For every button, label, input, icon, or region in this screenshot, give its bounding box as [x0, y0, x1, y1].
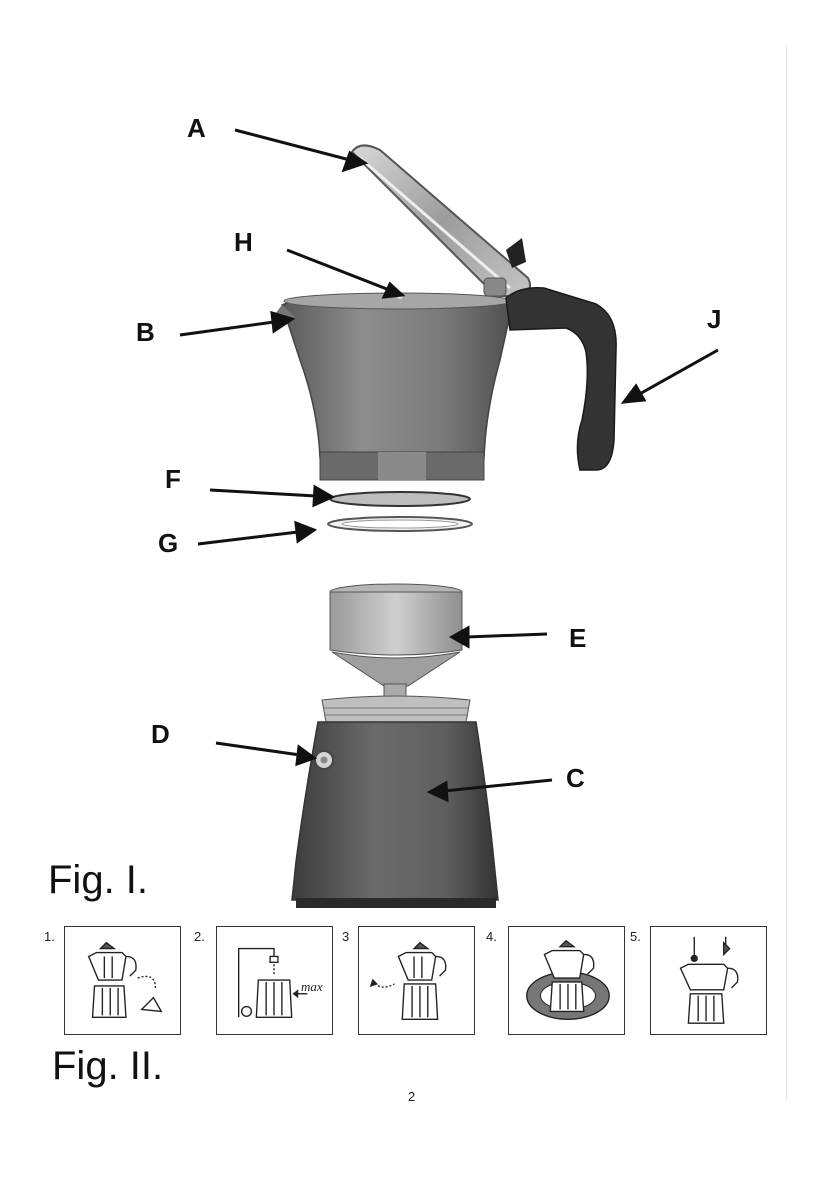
callout-label-h: H — [234, 229, 253, 255]
step-number-2: 2. — [194, 930, 205, 943]
funnel-part-e — [330, 584, 462, 704]
step-4-illustration — [509, 927, 624, 1034]
step-3-illustration — [359, 927, 474, 1034]
lid-part-a — [352, 145, 530, 296]
handle-part-j — [506, 288, 616, 470]
gasket-part-g — [328, 517, 472, 531]
step-panel-2: max — [216, 926, 333, 1035]
step-5-illustration — [651, 927, 766, 1034]
step-panel-5 — [650, 926, 767, 1035]
figure-2-title: Fig. II. — [52, 1046, 163, 1086]
step-panel-4 — [508, 926, 625, 1035]
step-panel-1 — [64, 926, 181, 1035]
step-number-3: 3 — [342, 930, 349, 943]
step-1-illustration — [65, 927, 180, 1034]
filter-plate-part-f — [330, 492, 470, 506]
callout-label-d: D — [151, 721, 170, 747]
callout-label-a: A — [187, 115, 206, 141]
step-2-max-annotation: max — [301, 979, 323, 995]
callout-label-b: B — [136, 319, 155, 345]
boiler-part-c — [292, 696, 498, 908]
callout-label-f: F — [165, 466, 181, 492]
safety-valve-part-d — [315, 751, 333, 769]
figure-1-title: Fig. I. — [48, 860, 148, 900]
step-number-1: 1. — [44, 930, 55, 943]
step-panel-3 — [358, 926, 475, 1035]
callout-label-g: G — [158, 530, 178, 556]
callout-label-c: C — [566, 765, 585, 791]
callout-label-e: E — [569, 625, 586, 651]
callout-label-j: J — [707, 306, 721, 332]
step-number-5: 5. — [630, 930, 641, 943]
upper-chamber-part-b — [272, 293, 512, 480]
step-number-4: 4. — [486, 930, 497, 943]
page-number: 2 — [408, 1089, 415, 1104]
